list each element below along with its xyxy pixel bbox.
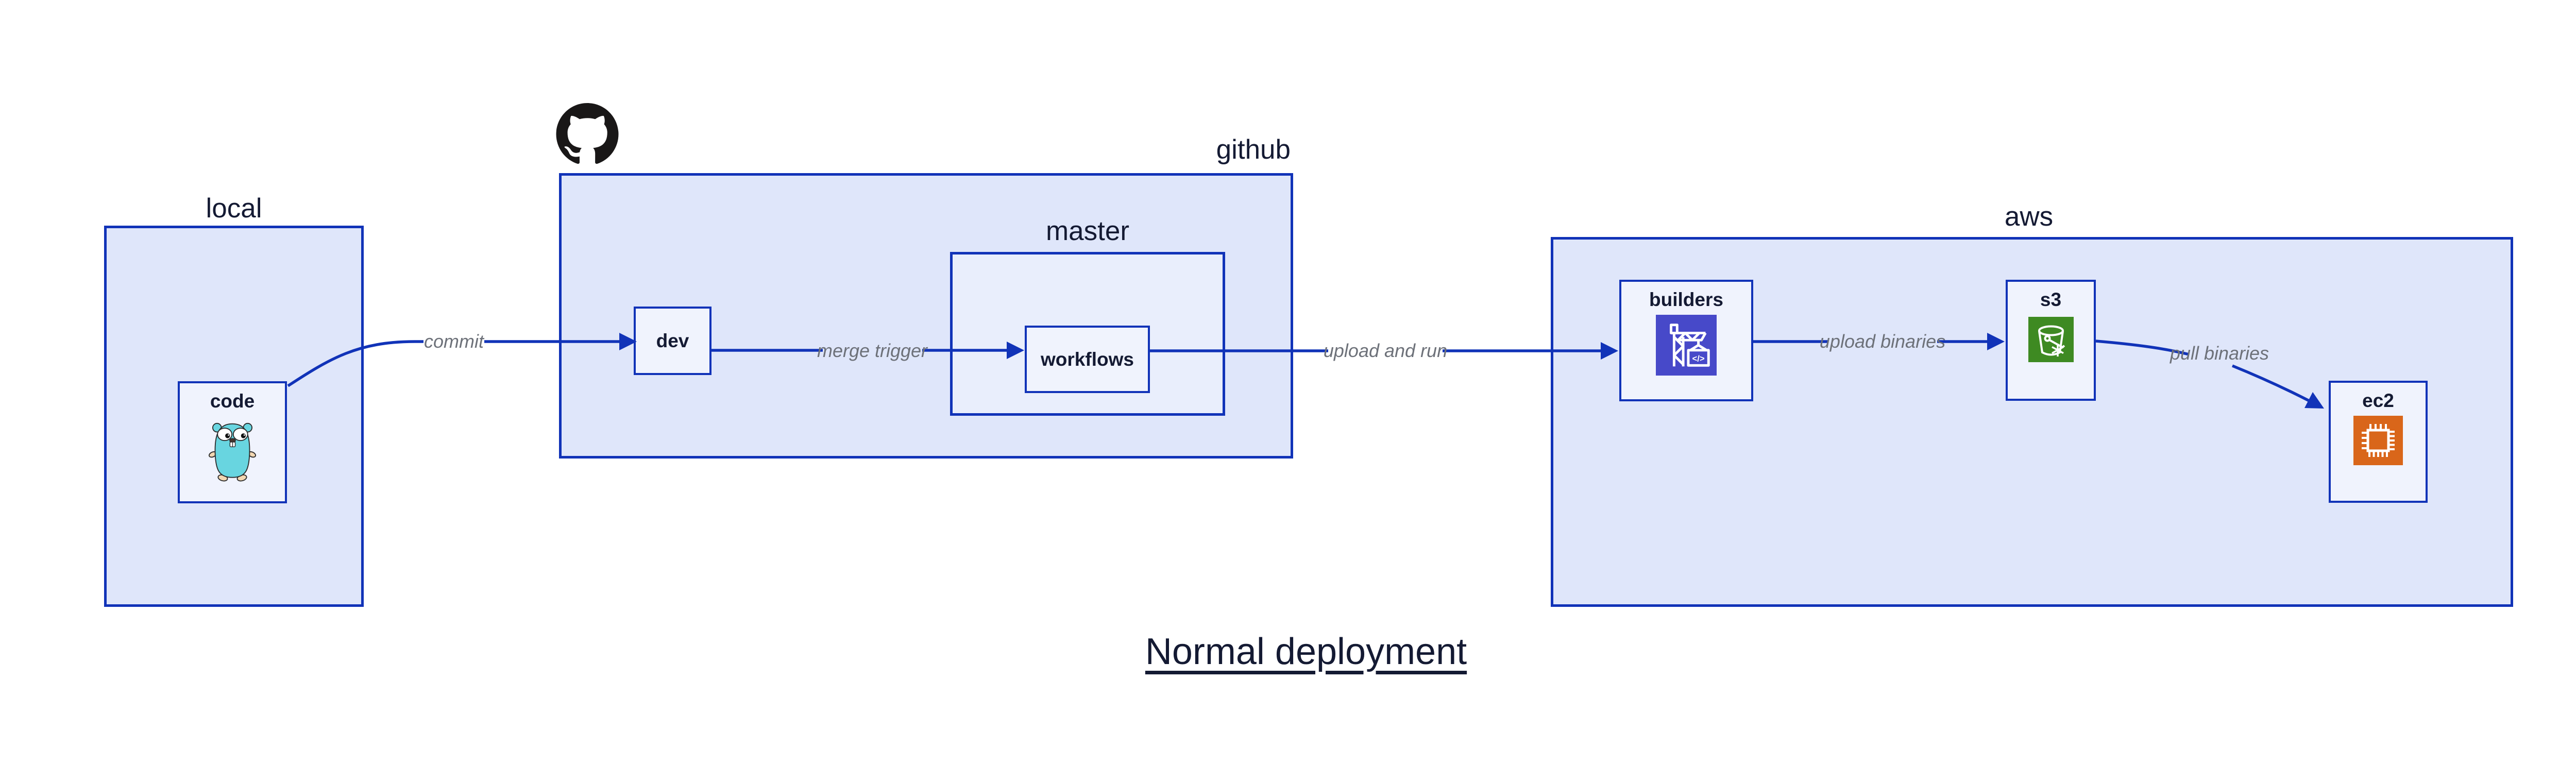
node-label-code: code bbox=[210, 390, 255, 412]
node-code: code bbox=[178, 381, 287, 503]
edge-label-merge-trigger: merge trigger bbox=[817, 340, 928, 361]
container-label-local: local bbox=[206, 193, 262, 224]
node-s3: s3 bbox=[2006, 280, 2096, 401]
node-label-s3: s3 bbox=[2040, 289, 2062, 310]
container-label-aws: aws bbox=[2004, 201, 2054, 232]
edge-label-pull-binaries: pull binaries bbox=[2170, 343, 2269, 364]
diagram-title: Normal deployment bbox=[1145, 631, 1467, 672]
node-label-dev: dev bbox=[656, 330, 689, 351]
ec2-chip-icon bbox=[2353, 416, 2403, 465]
node-workflows: workflows bbox=[1025, 326, 1150, 393]
node-dev: dev bbox=[634, 307, 711, 375]
go-gopher-icon bbox=[208, 422, 257, 482]
container-label-github: github bbox=[1216, 134, 1291, 165]
container-label-master: master bbox=[1046, 216, 1129, 246]
s3-bucket-icon bbox=[2028, 317, 2074, 362]
svg-text:</>: </> bbox=[1692, 353, 1705, 363]
node-ec2: ec2 bbox=[2329, 381, 2428, 503]
edge-label-commit: commit bbox=[424, 331, 484, 352]
edge-label-upload-and-run: upload and run bbox=[1323, 340, 1448, 361]
github-octocat-logo bbox=[556, 103, 619, 164]
node-label-ec2: ec2 bbox=[2362, 390, 2394, 411]
node-label-builders: builders bbox=[1649, 289, 1723, 310]
node-label-workflows: workflows bbox=[1041, 348, 1134, 370]
codebuild-crane-icon: </> bbox=[1656, 315, 1717, 376]
edge-label-upload-binaries: upload binaries bbox=[1819, 331, 1946, 352]
node-builders: builders </> bbox=[1619, 280, 1753, 401]
